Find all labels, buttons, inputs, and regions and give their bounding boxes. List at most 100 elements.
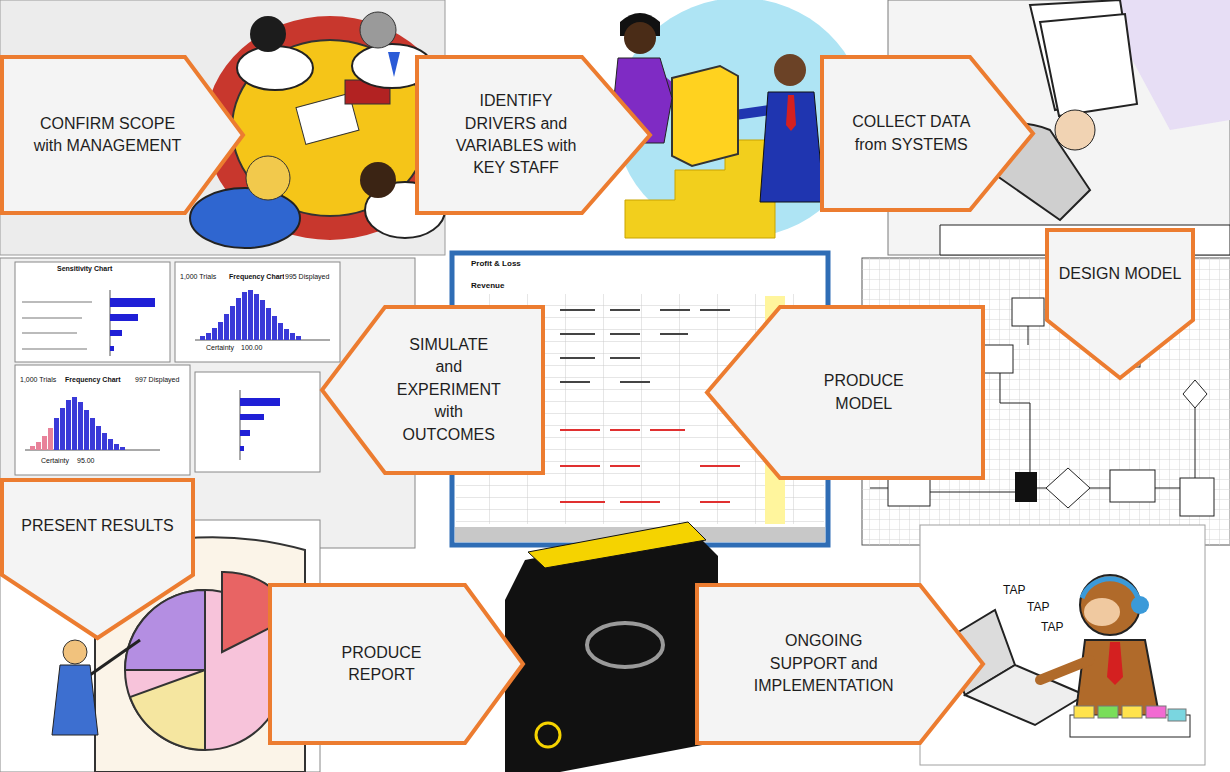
person-head (246, 156, 290, 200)
text-area: PRODUCE REPORT (268, 583, 495, 745)
binder-logo (536, 723, 560, 747)
flow-box (1180, 478, 1214, 516)
flow-box (1110, 470, 1155, 502)
sensitivity-bars (240, 398, 280, 451)
histogram-bars (200, 290, 301, 340)
person-body (237, 46, 313, 90)
chart-text: 1,000 Trials (19, 376, 57, 384)
monkey-arm (1040, 660, 1090, 680)
arrow-shape (1047, 230, 1193, 378)
arrow-shape (822, 57, 1033, 210)
chart-window (15, 365, 190, 475)
arrow-outline (705, 305, 985, 480)
text-area: COLLECT DATA from SYSTEMS (820, 55, 1003, 212)
sticky-note (1074, 706, 1094, 718)
meeting-picture (0, 0, 455, 255)
arrow-shape (2, 480, 193, 638)
step-arrow: SIMULATE and EXPERIMENT with OUTCOMES (320, 305, 545, 475)
sensitivity-bars (110, 298, 155, 351)
flow-box (888, 478, 930, 506)
chart-text: 95.00 (76, 457, 96, 465)
arrow-outline (0, 55, 245, 215)
row-lines (22, 302, 92, 349)
arrow-shape (2, 57, 243, 213)
sticky-note (1146, 706, 1166, 718)
step-arrow: DESIGN MODEL (1045, 228, 1195, 380)
text-area: PRESENT RESULTS (0, 478, 195, 575)
chart-window (15, 262, 170, 362)
step-arrow: PRODUCE MODEL (705, 305, 985, 480)
arrow-outline (0, 478, 195, 640)
step-label: IDENTIFY DRIVERS and VARIABLES with KEY … (446, 90, 586, 180)
pie-slice (130, 670, 205, 750)
person-body (190, 188, 300, 248)
text-wrap: PRODUCE MODEL (814, 370, 914, 415)
arrow-shape (417, 57, 650, 213)
chart-text: 997 Displayed (134, 376, 180, 384)
histogram-bars (54, 397, 125, 450)
arrow-outline (268, 583, 525, 745)
pointer (90, 640, 140, 675)
chart-text: 995 Displayed (284, 273, 330, 281)
chart-title: Sensitivity Chart (56, 265, 113, 273)
step-label: PRODUCE MODEL (814, 370, 914, 415)
chart-text: Certainty (205, 344, 235, 352)
text-area: DESIGN MODEL (1045, 228, 1195, 320)
chart-title: Frequency Chart (228, 273, 286, 281)
text-wrap: IDENTIFY DRIVERS and VARIABLES with KEY … (446, 90, 586, 180)
text-wrap: PRESENT RESULTS (13, 515, 183, 537)
flow-diamond (1046, 468, 1090, 508)
text-wrap: SIMULATE and EXPERIMENT with OUTCOMES (395, 334, 503, 446)
flow-diamond (1183, 380, 1207, 408)
arrow-outline (820, 55, 1035, 212)
step-arrow: ONGOING SUPPORT and IMPLEMENTATION (695, 583, 985, 745)
sound-text: TAP (1002, 584, 1026, 597)
text-area: CONFIRM SCOPE with MANAGEMENT (0, 55, 215, 215)
chart-window (175, 262, 340, 362)
person-body (760, 92, 824, 202)
text-area: SIMULATE and EXPERIMENT with OUTCOMES (353, 305, 546, 475)
person-head (63, 640, 87, 664)
number-marks (560, 310, 730, 382)
sticky-note (1098, 706, 1118, 718)
paper-stack (1040, 14, 1137, 116)
person-head (774, 54, 806, 86)
person-head (250, 16, 286, 52)
text-area: PRODUCE MODEL (743, 305, 986, 480)
step-label: CONFIRM SCOPE with MANAGEMENT (30, 113, 185, 158)
binder (505, 528, 718, 772)
sound-text: TAP (1026, 601, 1050, 614)
person-head (1055, 110, 1095, 150)
person-head (360, 162, 396, 198)
sticky-note (1168, 709, 1186, 721)
step-arrow: PRODUCE REPORT (268, 583, 525, 745)
step-arrow: CONFIRM SCOPE with MANAGEMENT (0, 55, 245, 215)
text-area: IDENTIFY DRIVERS and VARIABLES with KEY … (415, 55, 617, 215)
step-arrow: COLLECT DATA from SYSTEMS (820, 55, 1035, 212)
chart-text: 1,000 Trials (179, 273, 217, 281)
sheet-text: Revenue (470, 282, 505, 291)
chart-text: 100.00 (240, 344, 263, 352)
step-label: SIMULATE and EXPERIMENT with OUTCOMES (395, 334, 503, 446)
person-body (52, 665, 98, 735)
tie (1107, 642, 1123, 685)
flow-box (1015, 472, 1037, 502)
arrow-shape (697, 585, 983, 743)
text-area: ONGOING SUPPORT and IMPLEMENTATION (695, 583, 953, 745)
text-wrap: CONFIRM SCOPE with MANAGEMENT (30, 113, 185, 158)
picture-frame (0, 0, 445, 255)
step-arrow: IDENTIFY DRIVERS and VARIABLES with KEY … (415, 55, 652, 215)
binder-ring (587, 623, 663, 667)
binder-picture (505, 522, 718, 772)
arm (735, 110, 770, 115)
negative-marks (560, 430, 740, 502)
yellow-box (672, 66, 738, 166)
histogram-tail (30, 428, 53, 450)
step-label: COLLECT DATA from SYSTEMS (841, 111, 981, 156)
headset-ear (1131, 596, 1149, 614)
chart-title: Frequency Chart (64, 376, 122, 384)
sheet-title: Profit & Loss (470, 260, 522, 269)
monkey-face (1084, 598, 1120, 626)
flow-box (1012, 298, 1044, 326)
